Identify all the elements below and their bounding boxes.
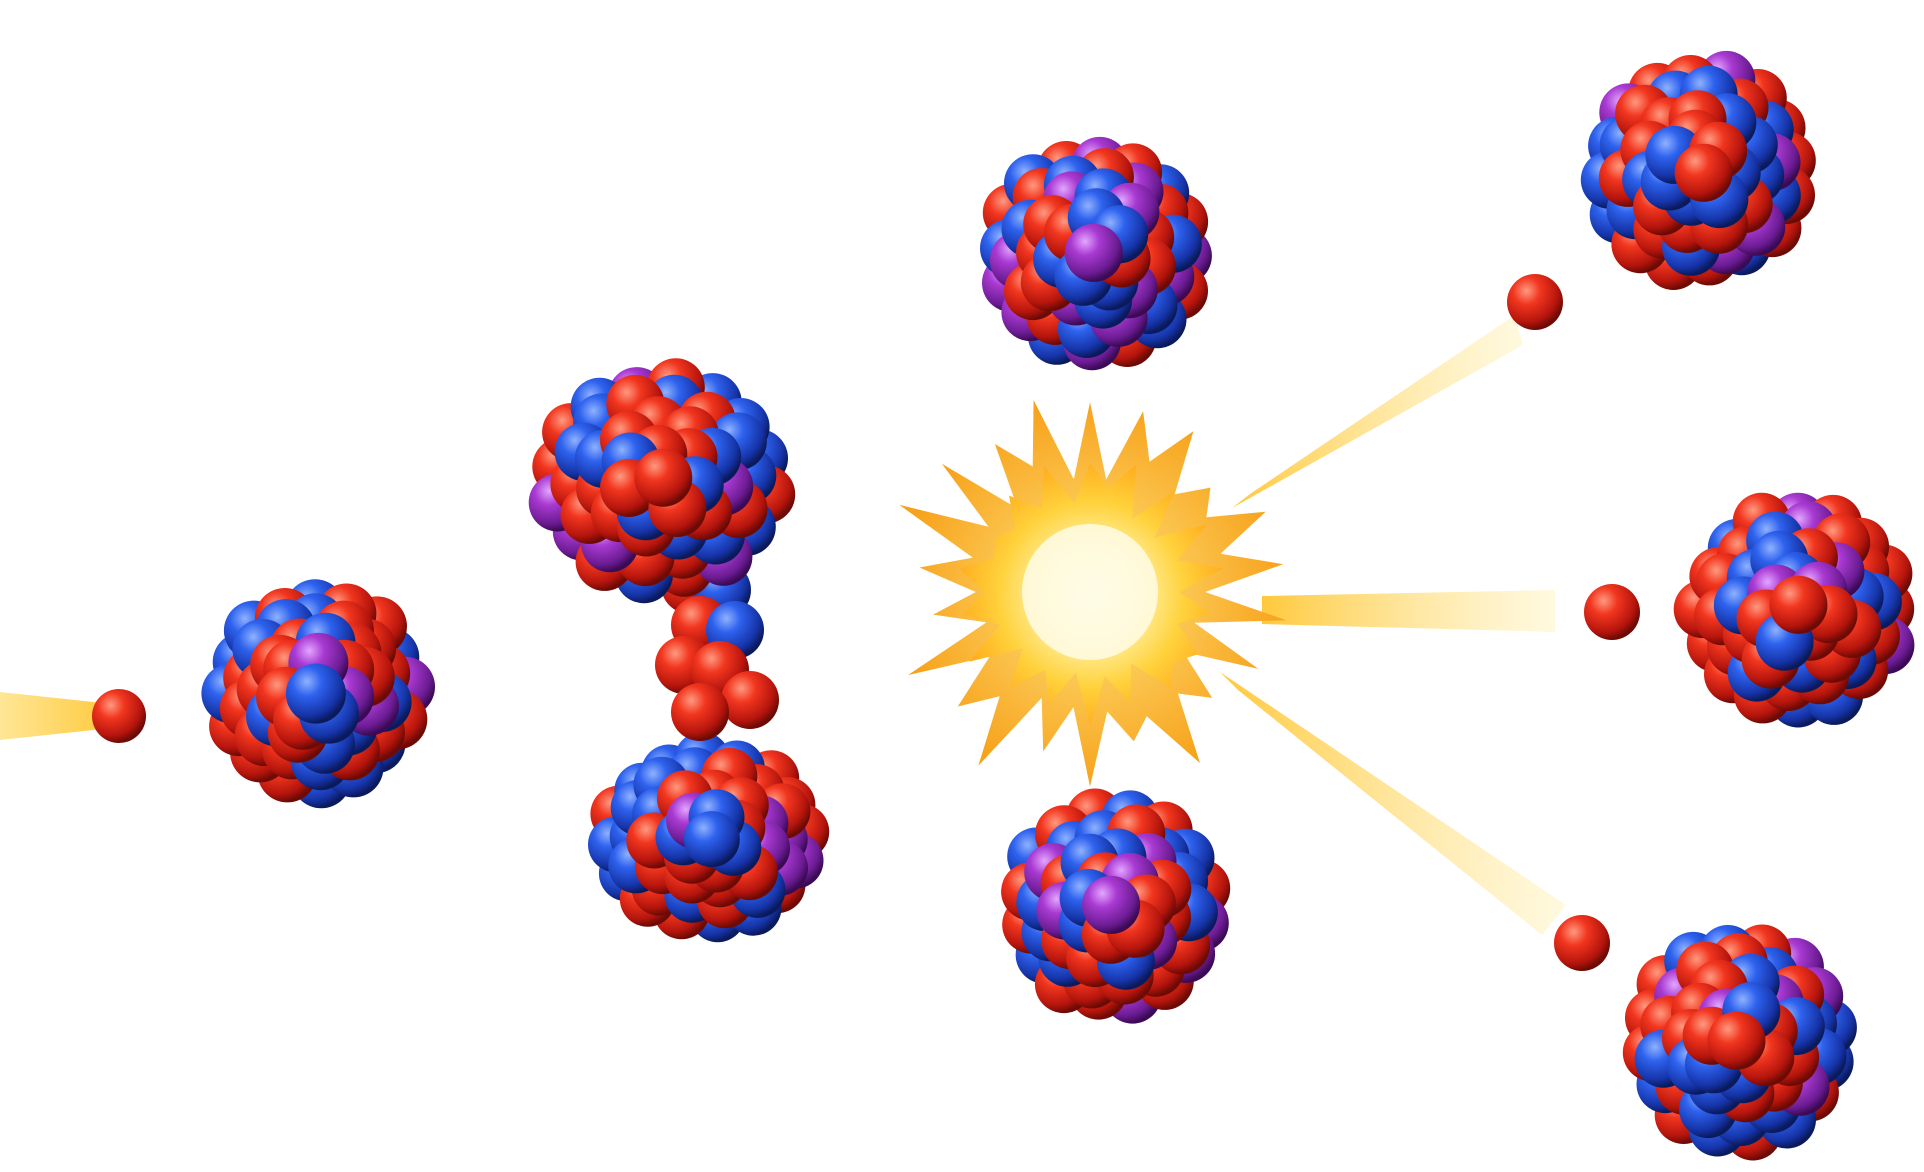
proton-sphere-icon [1769, 575, 1828, 634]
proton-sphere-icon [92, 689, 146, 743]
splitting-nucleus-upper-lobe [528, 358, 796, 604]
released-neutrons [1507, 274, 1640, 971]
splitting-nucleus-lower-lobe [588, 731, 830, 943]
secondary-nucleus-top [1580, 50, 1816, 290]
purple-particle-icon [1064, 223, 1123, 282]
proton-sphere-icon [671, 683, 729, 741]
proton-sphere-icon [1584, 584, 1640, 640]
fission-fragment-lower [1001, 788, 1231, 1024]
purple-particle-icon [1082, 875, 1141, 934]
proton-sphere-icon [1674, 143, 1733, 202]
proton-sphere-icon [1707, 1011, 1766, 1070]
outgoing-beams [1220, 315, 1566, 935]
particles-layer [92, 50, 1915, 1161]
proton-sphere-icon [1507, 274, 1563, 330]
proton-sphere-icon [721, 671, 779, 729]
explosion-burst-icon [899, 400, 1287, 787]
fission-fragment-upper [980, 136, 1212, 371]
incoming-neutron [92, 689, 146, 743]
neutron-sphere-icon [285, 663, 346, 724]
target-nucleus [201, 579, 435, 809]
proton-sphere-icon [1554, 915, 1610, 971]
neutron-sphere-icon [683, 811, 740, 868]
secondary-nucleus-bottom [1622, 924, 1857, 1161]
secondary-nucleus-middle [1673, 492, 1915, 728]
proton-sphere-icon [634, 448, 693, 507]
incoming-beam [0, 692, 112, 740]
